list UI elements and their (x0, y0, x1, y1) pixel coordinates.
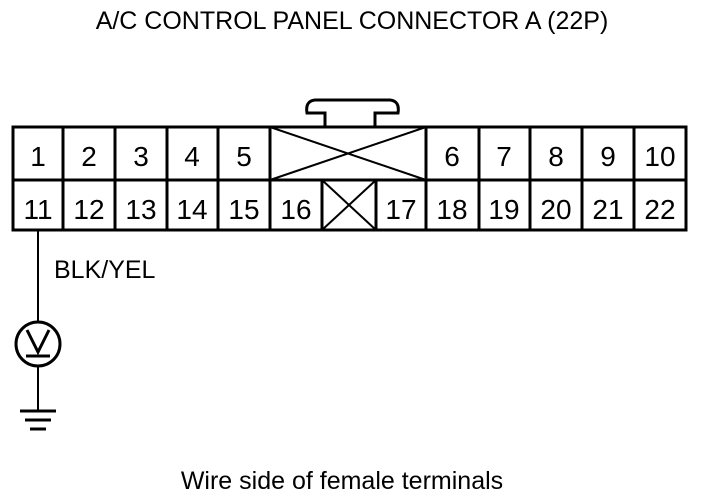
terminal-label: 21 (592, 194, 623, 225)
terminal-label: 16 (280, 194, 311, 225)
terminal-label: 11 (23, 194, 52, 225)
terminal-label: 15 (228, 194, 259, 225)
diagram-caption: Wire side of female terminals (180, 467, 504, 495)
terminal-label: 6 (444, 141, 460, 172)
terminal-label: 22 (644, 194, 675, 225)
diagram-title: A/C CONTROL PANEL CONNECTOR A (22P) (95, 7, 609, 35)
terminal-label: 3 (133, 141, 149, 172)
terminal-label: 7 (496, 141, 512, 172)
terminal-label: 13 (125, 194, 156, 225)
terminal-label: 5 (236, 141, 252, 172)
terminal-label: 20 (540, 194, 571, 225)
terminal-label: 2 (81, 141, 97, 172)
terminal-label: 4 (184, 141, 200, 172)
voltmeter-icon (14, 320, 62, 368)
terminal-label: 12 (73, 194, 104, 225)
terminal-label: 1 (30, 141, 46, 172)
terminal-label: 18 (436, 194, 467, 225)
terminal-label: 10 (644, 141, 675, 172)
wire-color-label: BLK/YEL (54, 256, 156, 284)
row1-dividers (61, 127, 636, 180)
row1-blank-cavity (269, 126, 427, 181)
terminal-label: 8 (548, 141, 564, 172)
ground-icon (20, 409, 56, 431)
terminal-label: 14 (176, 194, 207, 225)
terminal-label: 19 (488, 194, 519, 225)
terminal-label: 9 (600, 141, 616, 172)
connector-latch (305, 98, 400, 127)
row2-blank-cavity (321, 179, 377, 231)
terminal-label: 17 (385, 194, 416, 225)
row2-dividers (61, 180, 636, 230)
